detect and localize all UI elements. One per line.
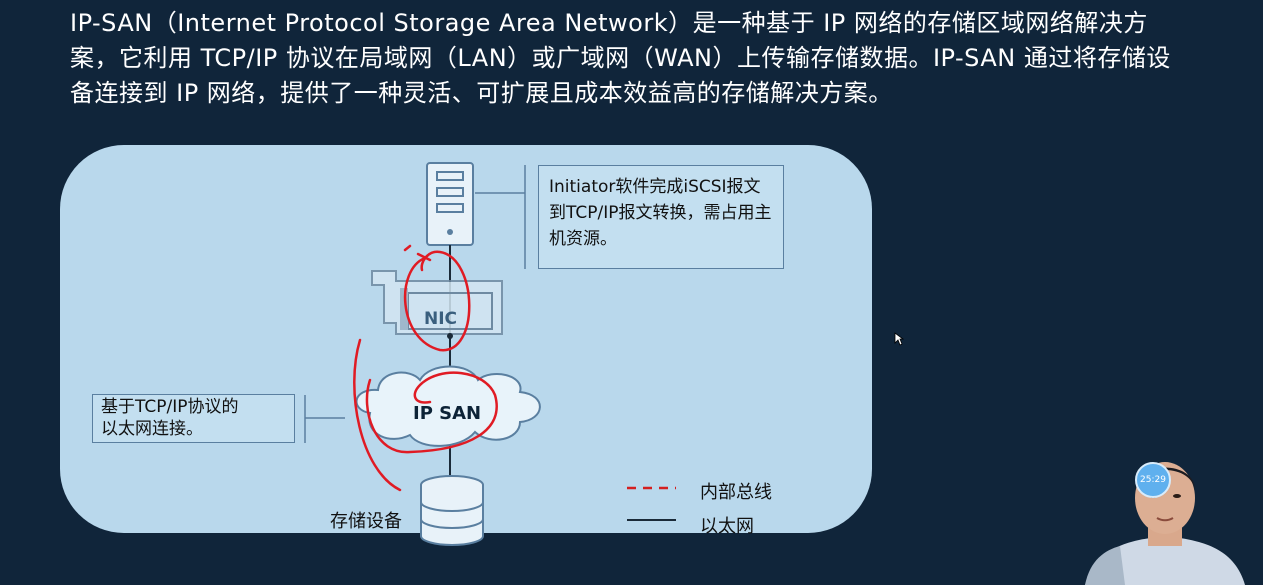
storage-device-icon <box>420 475 484 546</box>
nic-label: NIC <box>424 309 458 329</box>
ethernet-callout-line2: 以太网连接。 <box>101 419 203 439</box>
server-icon <box>426 162 474 246</box>
initiator-callout: Initiator软件完成iSCSI报文到TCP/IP报文转换，需占用主机资源。 <box>538 165 784 269</box>
legend-ethernet-label: 以太网 <box>700 516 754 537</box>
ip-san-label: IP SAN <box>413 403 482 424</box>
ethernet-callout: 基于TCP/IP协议的 以太网连接。 <box>92 394 295 443</box>
ip-san-cloud-icon <box>355 365 541 447</box>
ethernet-callout-line1: 基于TCP/IP协议的 <box>101 397 239 417</box>
presenter-avatar <box>1065 450 1263 585</box>
intro-paragraph: IP-SAN（Internet Protocol Storage Area Ne… <box>70 9 1171 107</box>
mouse-cursor-icon <box>894 332 904 346</box>
legend-internal-bus-label: 内部总线 <box>700 482 772 503</box>
recording-timer-badge: 25:29 <box>1135 462 1171 498</box>
presenter-video <box>1065 450 1263 585</box>
storage-device-label: 存储设备 <box>330 511 402 532</box>
